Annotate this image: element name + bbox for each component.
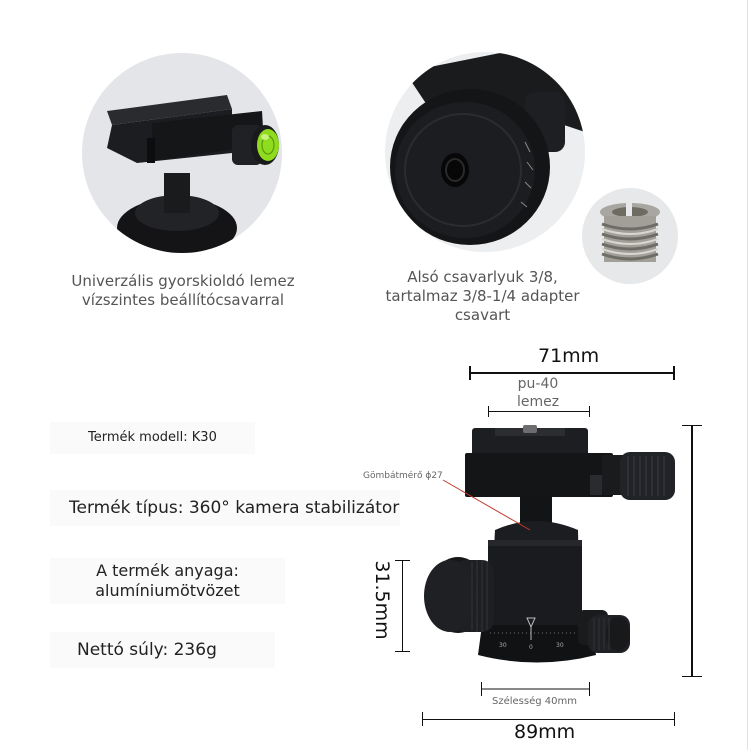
caption-line: tartalmaz 3/8-1/4 adapter	[385, 287, 580, 305]
spec-type: Termék típus: 360° kamera stabilizátor	[50, 490, 400, 526]
dim-tick	[422, 712, 423, 726]
caption-line: csavart	[454, 306, 511, 324]
dim-tick	[481, 682, 482, 696]
dim-plate-line	[488, 411, 590, 412]
dim-top-width-line	[469, 372, 675, 374]
plate-label-line: lemez	[516, 394, 560, 410]
dim-total-width-line	[422, 719, 675, 720]
spec-weight: Nettó súly: 236g	[50, 632, 275, 668]
feature-caption-screw: Alsó csavarlyuk 3/8, tartalmaz 3/8-1/4 a…	[370, 268, 595, 325]
bottom-screw-hole-image	[385, 52, 585, 252]
dim-base-width-line	[481, 688, 589, 690]
dim-ball-diameter-label: Gömbátmérő ϕ27	[363, 471, 443, 481]
dim-base-width-label: Szélesség 40mm	[492, 696, 577, 707]
right-edge-line	[747, 0, 748, 750]
ball-head-product-image: 30 0 30	[424, 425, 675, 663]
screw-hole-illustration-icon	[390, 52, 585, 245]
caption-line: vízszintes beállítócsavarral	[81, 291, 285, 309]
dim-tick	[488, 406, 489, 417]
plate-label-line: pu-40	[517, 376, 559, 392]
dim-body-height-line	[402, 560, 403, 652]
caption-line: Univerzális gyorskioldó lemez	[71, 272, 295, 290]
dim-tick	[682, 676, 702, 677]
dim-plate-label: pu-40 lemez	[505, 375, 571, 411]
spec-material-line: alumíniumötvözet	[95, 581, 240, 600]
dim-tick	[674, 712, 675, 726]
adapter-screw-illustration-icon	[600, 202, 660, 262]
dim-tick	[682, 425, 702, 426]
dim-tick	[589, 682, 590, 696]
quick-release-clamp-image	[82, 53, 282, 253]
clamp-illustration-icon	[107, 95, 279, 253]
dim-tick	[589, 406, 590, 417]
dim-top-width-label: 71mm	[538, 345, 600, 367]
svg-text:0: 0	[529, 644, 533, 651]
spec-material-line: A termék anyaga:	[96, 561, 239, 580]
dim-body-height-label: 31.5mm	[371, 560, 393, 640]
leader-line	[442, 479, 531, 531]
svg-text:30: 30	[499, 642, 507, 649]
dim-tick	[673, 366, 675, 380]
dim-total-width-label: 89mm	[511, 721, 579, 743]
dim-tick	[469, 366, 471, 380]
svg-text:30: 30	[556, 642, 564, 649]
feature-caption-clamp: Univerzális gyorskioldó lemez vízszintes…	[48, 272, 318, 310]
dim-tick	[395, 651, 410, 652]
spec-model: Termék modell: K30	[50, 422, 255, 454]
spec-material: A termék anyaga: alumíniumötvözet	[50, 558, 285, 604]
adapter-screw-image	[582, 188, 678, 284]
caption-line: Alsó csavarlyuk 3/8,	[407, 268, 558, 286]
dim-tick	[395, 560, 410, 561]
dim-total-height-line	[691, 425, 693, 677]
